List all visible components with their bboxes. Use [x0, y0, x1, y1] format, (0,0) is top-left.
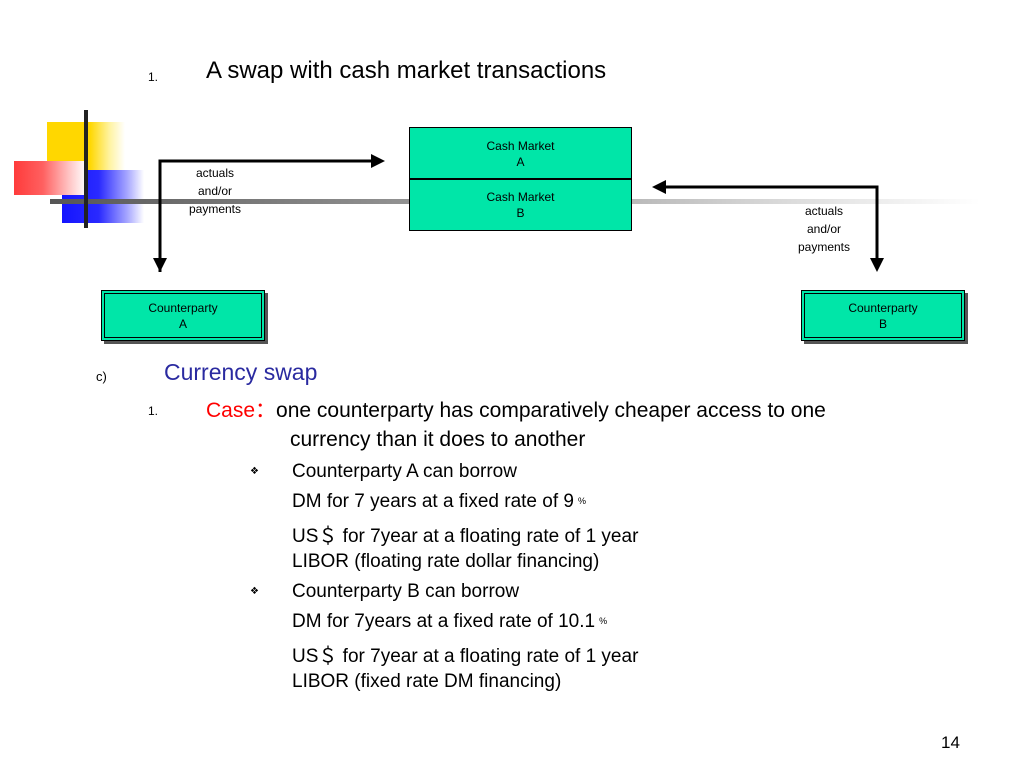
case-line-1: Case：one counterparty has comparatively … — [206, 394, 826, 424]
section-heading: Currency swap — [164, 359, 318, 385]
right-flow-label-line1: actuals — [804, 204, 844, 218]
left-flow-label: actuals and/or payments — [180, 164, 250, 218]
counterparty-b-line1: Counterparty — [848, 301, 918, 315]
counterparty-a-box: Counterparty A — [101, 290, 265, 341]
decor-vertical-line — [84, 110, 88, 228]
counterparty-a-line1: Counterparty — [148, 301, 218, 315]
right-flow-label: actuals and/or payments — [789, 202, 859, 256]
bullet-a-line2: DM for 7 years at a fixed rate of 9% — [292, 491, 586, 513]
case-text-2: currency than it does to another — [290, 428, 586, 451]
bullet-b-line3: US＄ for 7year at a floating rate of 1 ye… — [292, 646, 639, 667]
decor-red-square — [14, 161, 86, 195]
bullet-a-line3: US＄ for 7year at a floating rate of 1 ye… — [292, 526, 639, 547]
case-text-1: one counterparty has comparatively cheap… — [276, 399, 826, 422]
bullet-b-percent: % — [599, 616, 608, 626]
right-flow-label-line2: and/or — [806, 222, 842, 236]
bullet-b-line2-text: DM for 7years at a fixed rate of 10.1 — [292, 611, 596, 632]
case-label: Case： — [206, 399, 277, 422]
bullet-a-line4: LIBOR (floating rate dollar financing) — [292, 551, 600, 572]
bullet-b-icon: ❖ — [250, 586, 259, 597]
bullet-b-line4: LIBOR (fixed rate DM financing) — [292, 671, 562, 692]
counterparty-a-line2: A — [178, 317, 187, 331]
section-marker: c) — [96, 369, 107, 384]
cash-market-b-box: Cash Market B — [409, 179, 632, 231]
left-flow-label-line1: actuals — [195, 166, 235, 180]
bullet-b-line1: Counterparty B can borrow — [292, 581, 520, 602]
cash-market-a-line1: Cash Market — [486, 139, 555, 153]
counterparty-b-box: Counterparty B — [801, 290, 965, 341]
cash-market-a-line2: A — [516, 155, 525, 169]
title-number: 1. — [148, 70, 159, 84]
left-arrow — [153, 154, 385, 272]
slide-title: A swap with cash market transactions — [206, 57, 607, 84]
bullet-a-icon: ❖ — [250, 466, 259, 477]
counterparty-b-line2: B — [878, 317, 887, 331]
right-arrow — [652, 180, 884, 272]
bullet-a-line1: Counterparty A can borrow — [292, 461, 517, 482]
left-flow-label-line3: payments — [188, 202, 242, 216]
bullet-a-percent: % — [577, 496, 586, 506]
cash-market-b-line1: Cash Market — [486, 190, 555, 204]
bullet-b-line2: DM for 7years at a fixed rate of 10.1% — [292, 611, 607, 633]
page-number: 14 — [941, 733, 960, 752]
left-flow-label-line2: and/or — [197, 184, 233, 198]
case-number: 1. — [148, 404, 159, 418]
cash-market-b-line2: B — [516, 206, 525, 220]
cash-market-a-box: Cash Market A — [409, 127, 632, 179]
bullet-a-line2-text: DM for 7 years at a fixed rate of 9 — [292, 491, 574, 512]
right-flow-label-line3: payments — [797, 240, 851, 254]
